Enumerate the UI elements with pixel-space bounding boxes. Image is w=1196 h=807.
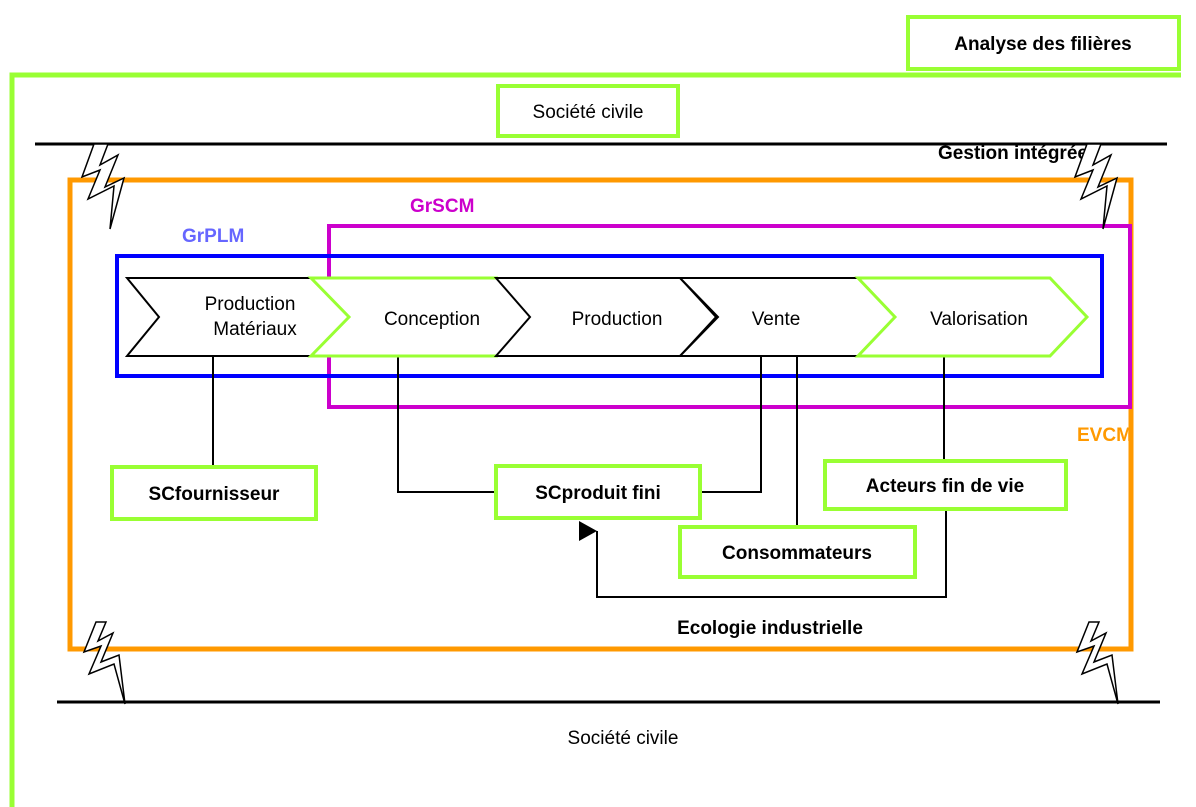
conception-label: Conception bbox=[384, 309, 480, 330]
societe-civile-bottom-label: Société civile bbox=[568, 728, 679, 749]
scproduit-fini-box bbox=[494, 464, 702, 520]
ecologie-industrielle-loop bbox=[579, 510, 947, 598]
analyse-filieres-label: Analyse des filières bbox=[954, 34, 1131, 55]
gestion-integree-label: Gestion intégrée bbox=[938, 143, 1088, 164]
consommateurs-box bbox=[678, 525, 917, 579]
scfournisseur-box bbox=[110, 465, 318, 521]
grplm-frame bbox=[115, 254, 1104, 378]
evcm-label: EVCM bbox=[1077, 425, 1132, 446]
analyse-filieres-frame bbox=[9, 72, 1181, 807]
valorisation-label: Valorisation bbox=[930, 309, 1028, 330]
production-materiaux-label-line2: Matériaux bbox=[213, 319, 297, 340]
lightning-top-left-icon bbox=[80, 143, 126, 230]
consommateurs-label: Consommateurs bbox=[722, 543, 872, 564]
vente-label: Vente bbox=[752, 309, 801, 330]
societe-civile-top-box bbox=[496, 84, 680, 138]
societe-civile-top-label: Société civile bbox=[533, 102, 644, 123]
chevron-production-materiaux bbox=[124, 277, 354, 357]
lightning-bottom-right-icon bbox=[1075, 621, 1119, 705]
lightning-top-right-icon bbox=[1073, 143, 1119, 230]
grscm-label: GrSCM bbox=[410, 196, 474, 217]
analyse-filieres-box bbox=[906, 15, 1181, 71]
scfournisseur-label: SCfournisseur bbox=[149, 484, 281, 505]
production-materiaux-label-line1: Production bbox=[205, 294, 296, 315]
evcm-frame bbox=[67, 177, 1134, 652]
acteurs-fin-de-vie-box bbox=[823, 459, 1068, 511]
grplm-label: GrPLM bbox=[182, 226, 244, 247]
acteurs-fin-de-vie-label: Acteurs fin de vie bbox=[866, 476, 1024, 497]
ecologie-industrielle-label: Ecologie industrielle bbox=[677, 618, 863, 639]
lightning-bottom-left-icon bbox=[82, 621, 126, 705]
chevron-valorisation bbox=[854, 276, 1090, 358]
scproduit-fini-label: SCproduit fini bbox=[535, 483, 661, 504]
connector-conception-scproduit bbox=[397, 354, 496, 493]
connector-vente-scproduit bbox=[700, 354, 762, 493]
production-label: Production bbox=[572, 309, 663, 330]
